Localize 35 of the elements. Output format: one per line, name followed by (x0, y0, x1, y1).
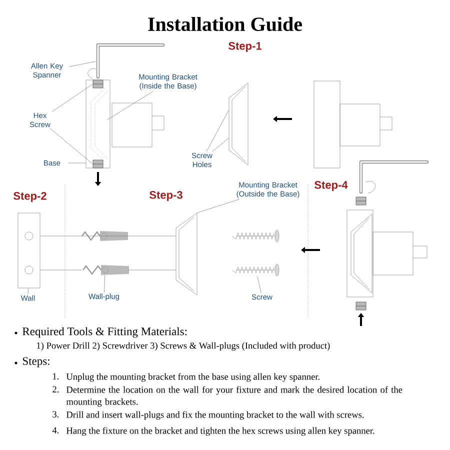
step-number: 1. (53, 373, 59, 380)
step-text: Determine the location on the wall for your fixture and mark the desired location of the mounting brackets. (66, 386, 402, 407)
mounting-bracket (176, 212, 198, 296)
step-label: Step-4 (314, 181, 348, 191)
step-number: 3. (52, 411, 59, 418)
step-number: 2. (52, 386, 59, 392)
step-label: Step-1 (228, 42, 262, 52)
step-label: Step-2 (14, 192, 46, 202)
step-text: Drill and insert wall-plugs and fix the mounting bracket to the wall with screws. (66, 411, 364, 420)
leader-line (107, 91, 154, 120)
step-number: 4. (52, 427, 59, 434)
leader-line (212, 138, 229, 152)
mounting-bracket (90, 88, 108, 162)
list-heading: Required Tools & Fitting Materials: (22, 327, 187, 338)
leader-line (52, 84, 93, 112)
leader-line (50, 128, 93, 164)
hex-screw (92, 80, 104, 88)
step-text: Unplug the mounting bracket from the base using allen key spanner. (66, 373, 320, 382)
leader-line (257, 276, 262, 294)
leader-line (197, 199, 240, 213)
hex-screw (92, 160, 104, 168)
mounting-bracket (228, 82, 248, 166)
step-label: Step-3 (150, 191, 182, 201)
leader-line (104, 275, 105, 292)
list-heading: Steps: (22, 357, 50, 368)
screw (232, 264, 280, 276)
title: Installation Guide (148, 16, 302, 32)
leader-line (68, 162, 86, 164)
base (86, 80, 110, 168)
leader-line (69, 61, 96, 67)
step-text: Hang the fixture on the bracket and tighten the hex screws using allen key spanner. (66, 427, 374, 436)
wall (18, 212, 40, 288)
leader-line (206, 110, 229, 152)
tools-text: 1) Power Drill 2) Screwdriver 3) Screws & Wall-plugs (Included with product) (37, 342, 330, 351)
wall-plug (82, 265, 129, 275)
